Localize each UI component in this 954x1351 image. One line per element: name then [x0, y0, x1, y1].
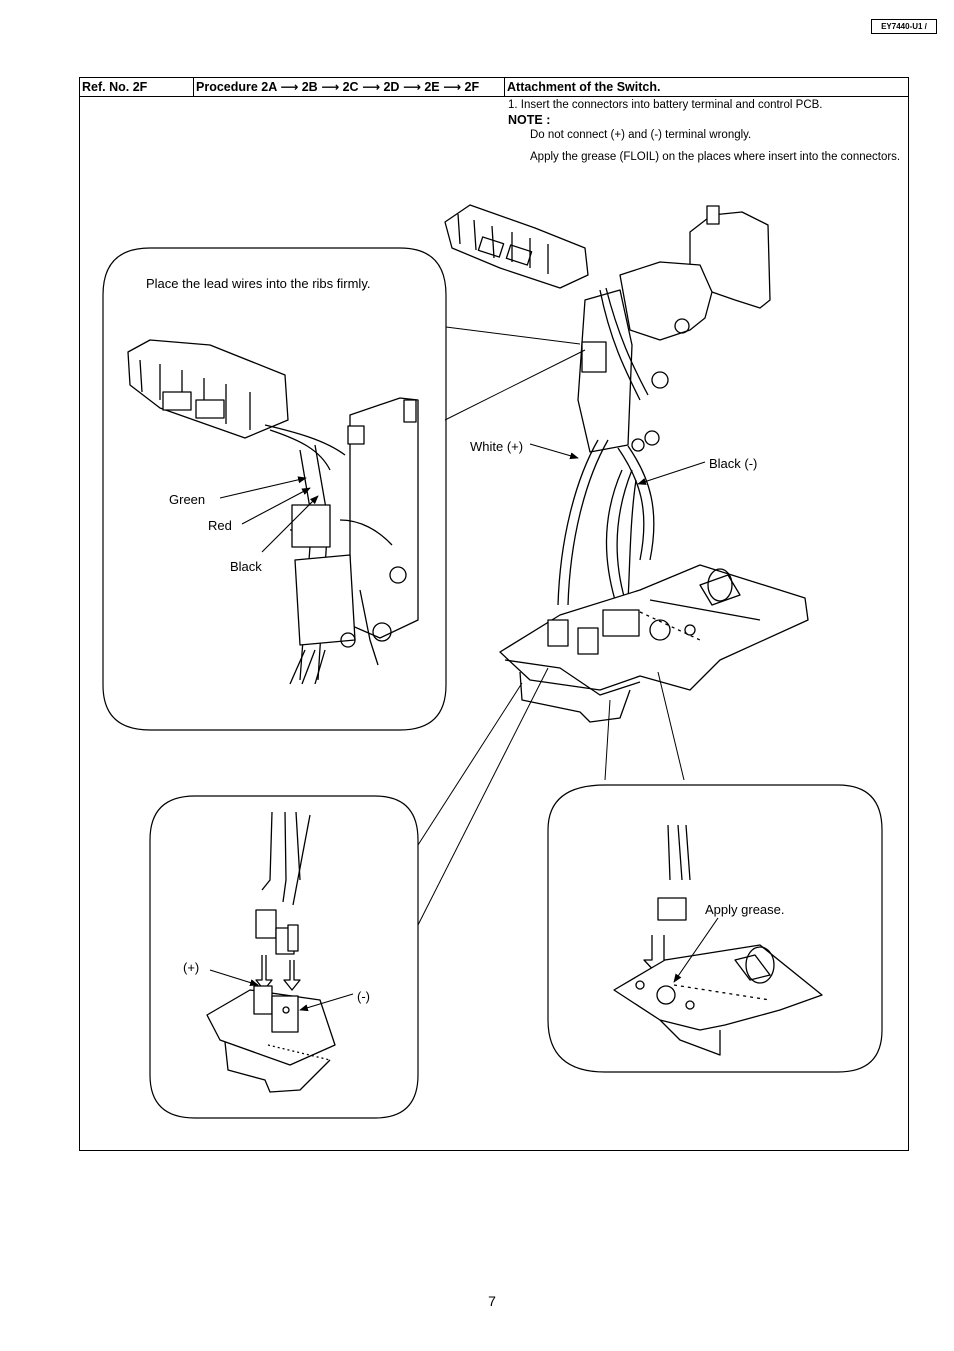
white-plus-label: White (+) [470, 439, 523, 454]
note-title: NOTE : [508, 113, 551, 127]
minus-terminal-label: (-) [357, 989, 370, 1004]
black-leader-arrow [637, 461, 706, 485]
instruction-step: 1. Insert the connectors into battery te… [508, 99, 823, 111]
procedure-step: 2B [301, 80, 318, 94]
arrow-right-icon: ⟶ [443, 80, 465, 94]
plus-leader-arrow [209, 969, 259, 986]
zoom-detail-terminal: (+) (-) [149, 795, 419, 1119]
model-code: EY7440-U1 / [871, 19, 937, 34]
red-leader-arrow [241, 487, 311, 525]
black-leader-arrow [261, 495, 319, 553]
main-assembly-drawing [444, 204, 809, 723]
arrow-right-icon: ⟶ [280, 80, 302, 94]
procedure-sequence: Procedure 2A ⟶ 2B ⟶ 2C ⟶ 2D ⟶ 2E ⟶ 2F [194, 78, 505, 97]
zoom-detail-wires: Place the lead wires into the ribs firml… [102, 247, 447, 731]
ref-no: Ref. No. 2F [80, 78, 194, 97]
black-wire-label: Black [230, 559, 262, 574]
procedure-step: 2F [464, 80, 480, 94]
procedure-title: Attachment of the Switch. [505, 78, 908, 97]
grease-leader-arrow [673, 917, 719, 983]
procedure-step: 2C [342, 80, 359, 94]
white-leader-arrow [529, 443, 579, 460]
page-number: 7 [488, 1293, 496, 1309]
ribs-note: Place the lead wires into the ribs firml… [146, 276, 370, 291]
black-minus-label: Black (-) [709, 456, 757, 471]
note-item: Apply the grease (FLOIL) on the places w… [530, 151, 901, 163]
instructions: 1. Insert the connectors into battery te… [508, 98, 903, 165]
apply-grease-label: Apply grease. [705, 902, 785, 917]
procedure-label: Procedure 2A [196, 80, 277, 94]
red-wire-label: Red [208, 518, 232, 533]
arrow-right-icon: ⟶ [321, 80, 343, 94]
procedure-table: Ref. No. 2F Procedure 2A ⟶ 2B ⟶ 2C ⟶ 2D … [79, 77, 909, 1151]
note-item: Do not connect (+) and (-) terminal wron… [530, 129, 752, 141]
zoom-detail-pcb: Apply grease. [547, 784, 883, 1073]
plus-terminal-label: (+) [183, 960, 199, 975]
arrow-right-icon: ⟶ [402, 80, 425, 94]
zoom-leader-lines [417, 326, 685, 926]
arrow-right-icon: ⟶ [362, 80, 384, 94]
procedure-step: 2D [383, 80, 400, 94]
procedure-step: 2E [424, 80, 440, 94]
minus-leader-arrow [299, 993, 354, 1012]
green-wire-label: Green [169, 492, 205, 507]
green-leader-arrow [219, 476, 307, 499]
